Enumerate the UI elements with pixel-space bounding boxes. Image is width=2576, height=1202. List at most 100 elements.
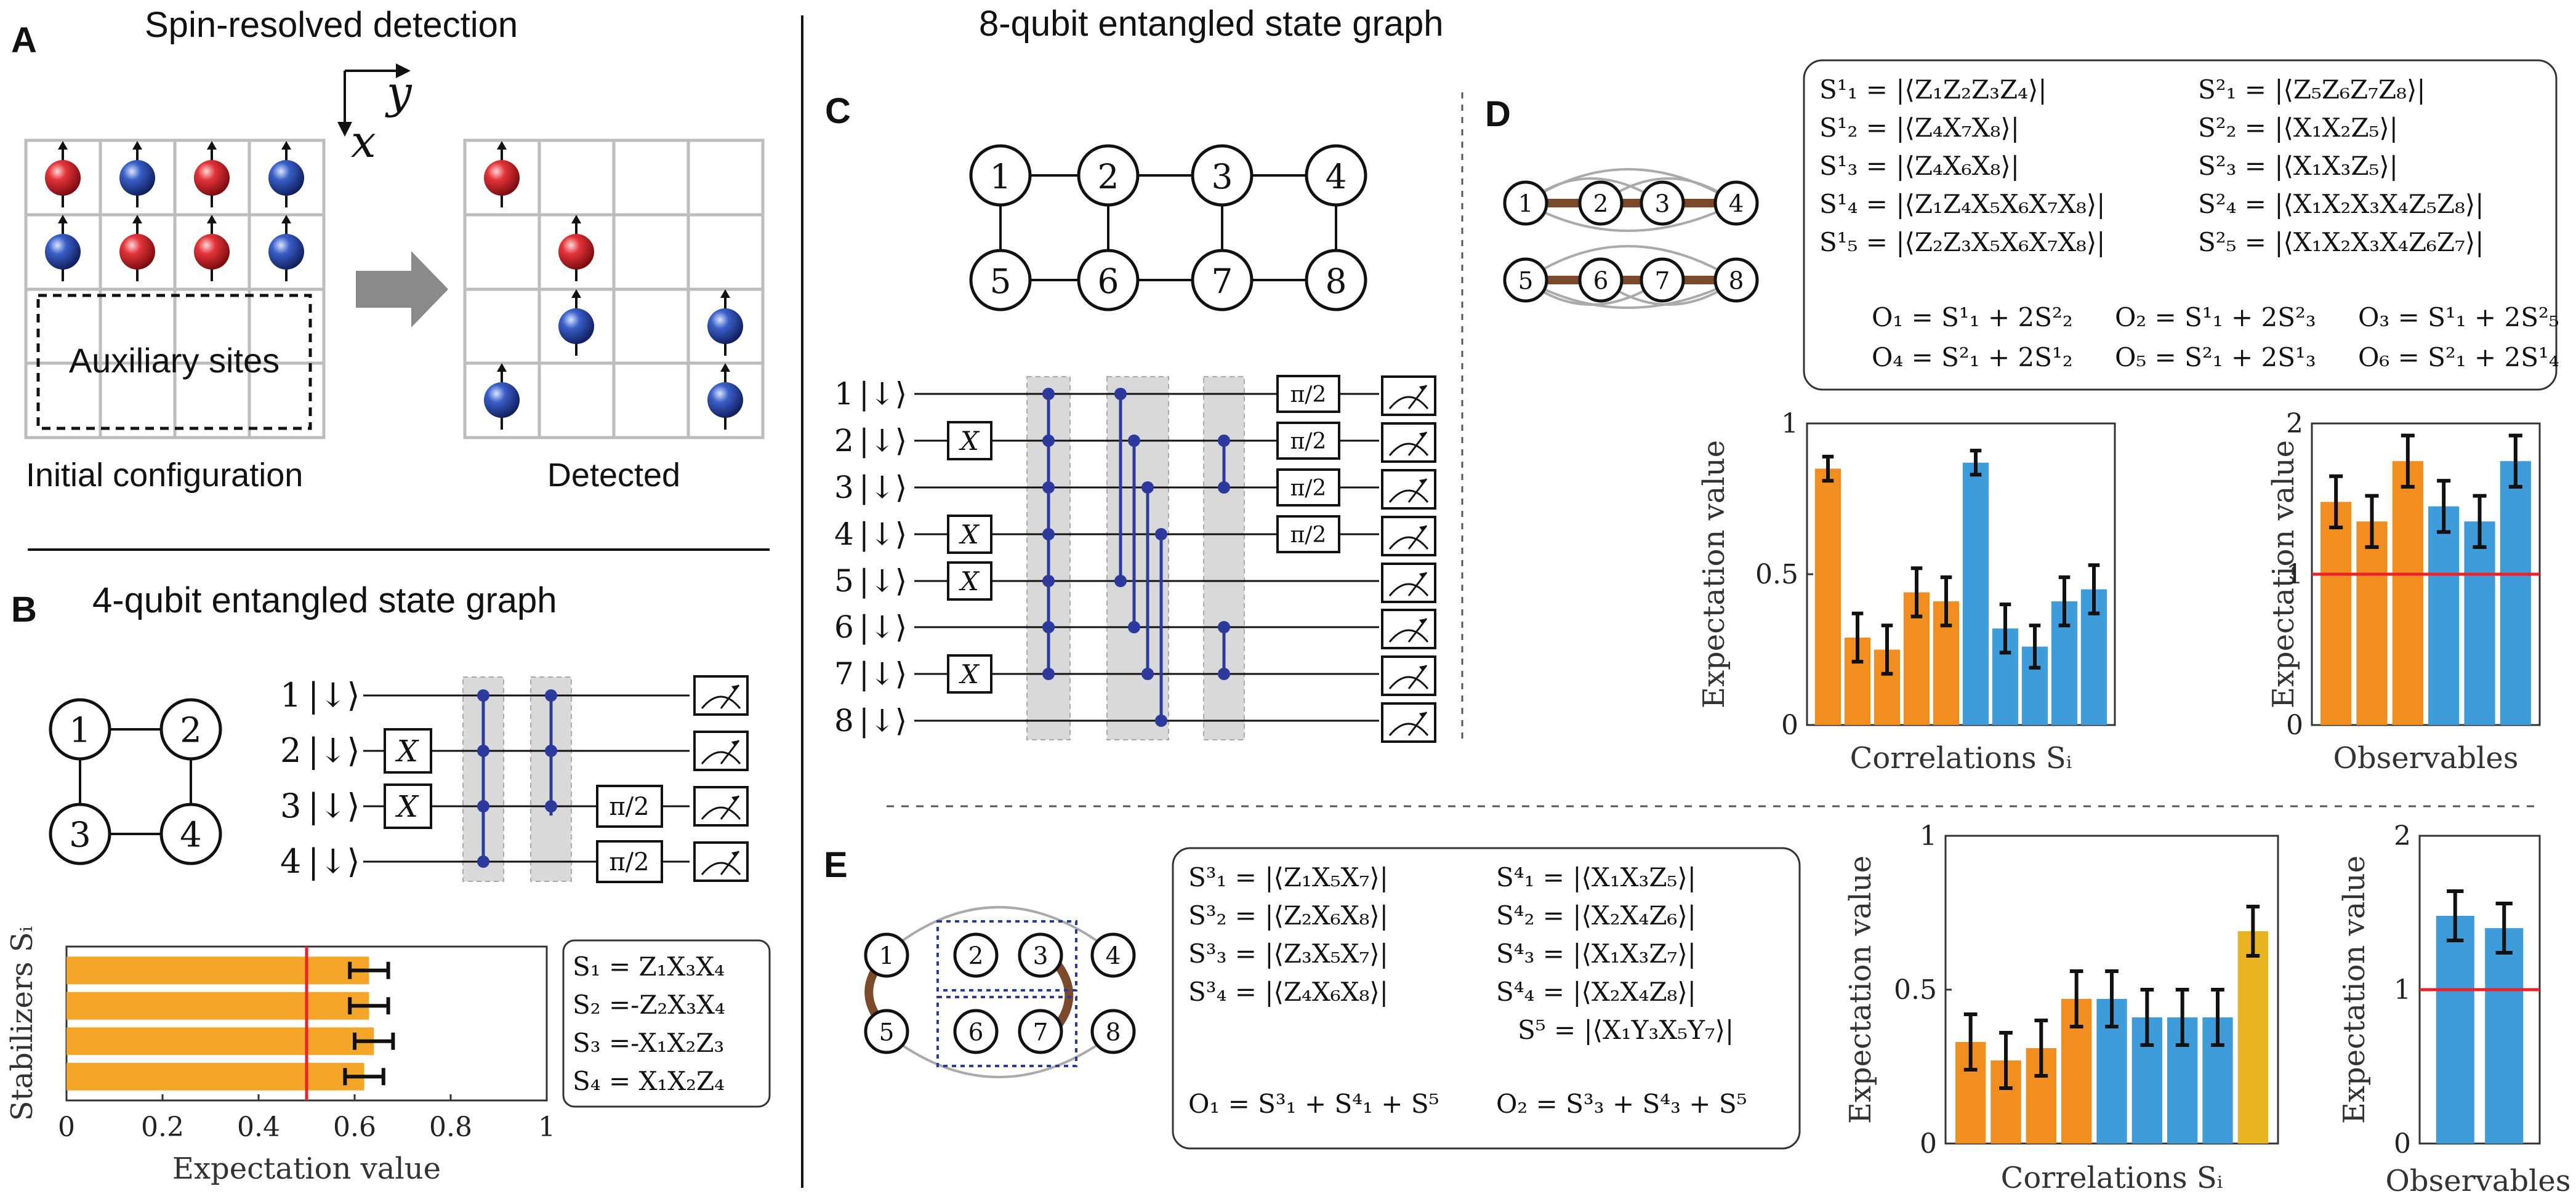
panel-b: B 4-qubit entangled state graph 1 2 3 4 … xyxy=(5,580,771,1186)
stabilizer-box: S₁ = Z₁X₃X₄ S₂ =-Z₂X₃X₄ S₃ =-X₁X₂Z₃ S₄ =… xyxy=(562,939,771,1108)
rotation-gate: π/2 xyxy=(1290,382,1327,407)
auxiliary-sites-box xyxy=(36,294,312,430)
x-tick-label: 0.8 xyxy=(429,1112,472,1143)
equation-e-right: S⁴₂ = |⟨X₂X₄Z₆⟩| xyxy=(1496,900,1696,931)
error-bar xyxy=(2495,902,2513,955)
measurement-icon xyxy=(1381,702,1436,743)
bar xyxy=(66,1027,374,1056)
transfer-arrow xyxy=(356,251,448,327)
error-bar xyxy=(1940,575,1952,628)
circuit-8qubit: 1|↓⟩2|↓⟩3|↓⟩4|↓⟩5|↓⟩6|↓⟩7|↓⟩8|↓⟩XXXXπ/2π… xyxy=(834,375,1436,743)
error-bar xyxy=(1963,1012,1978,1072)
bar xyxy=(66,992,369,1020)
blue-spin xyxy=(119,141,155,207)
chart-d1-xlabel: Correlations Sᵢ xyxy=(1850,741,2072,775)
ket-down: |↓⟩ xyxy=(308,842,360,881)
d-node-7: 7 xyxy=(1655,268,1670,295)
error-bar xyxy=(1881,623,1893,676)
blue-spin xyxy=(707,289,743,356)
chart-d2-xlabel: Observables xyxy=(2333,741,2519,775)
axis-x-label: x xyxy=(351,116,376,167)
panel-letter-a: A xyxy=(11,20,37,60)
y-tick-label: 2 xyxy=(2286,408,2303,439)
red-spin xyxy=(194,141,230,207)
stabilizer-2: S₂ =-Z₂X₃X₄ xyxy=(573,990,725,1020)
initial-configuration-label: Initial configuration xyxy=(26,457,303,494)
axis-y-label: y xyxy=(385,66,413,118)
error-bar xyxy=(1851,611,1864,664)
graph-4qubit: 1 2 3 4 xyxy=(49,698,222,865)
panel-b-title: 4-qubit entangled state graph xyxy=(92,580,557,620)
blue-spin xyxy=(707,363,743,430)
panel-letter-e: E xyxy=(824,845,848,885)
panel-c-title: 8-qubit entangled state graph xyxy=(979,4,1444,44)
chart-d2-ylabel: Expectation value xyxy=(2266,440,2301,708)
ket-down: |↓⟩ xyxy=(308,676,360,715)
initial-spins xyxy=(45,141,304,281)
error-bar xyxy=(1999,1031,2013,1090)
error-bar xyxy=(2175,988,2189,1047)
error-bar xyxy=(2473,494,2487,549)
b-node-1: 1 xyxy=(69,711,91,751)
qubit-index: 2 xyxy=(834,423,854,459)
observable-d: O₁ = S¹₁ + 2S²₂ xyxy=(1872,302,2073,332)
detected-spins xyxy=(484,141,743,430)
x-gate: X xyxy=(395,790,419,824)
qubit-index: 4 xyxy=(280,842,301,881)
y-tick-label: 2 xyxy=(2394,820,2411,852)
chart-e-observables: Expectation value Observables 012 xyxy=(2337,820,2570,1198)
d-node-5: 5 xyxy=(1518,268,1534,295)
equation-d-left: S¹₄ = |⟨Z₁Z₄X₅X₆X₇X₈⟩| xyxy=(1819,189,2105,219)
equation-e-left: S³₁ = |⟨Z₁X₅X₇⟩| xyxy=(1188,862,1388,892)
chart-b-ylabel: Stabilizers Sᵢ xyxy=(5,926,39,1121)
bar xyxy=(2428,506,2460,725)
d-node-6: 6 xyxy=(1593,268,1609,295)
detected-lattice xyxy=(463,138,765,439)
blue-spin xyxy=(558,289,594,356)
error-bar xyxy=(2029,623,2041,670)
measurement-icon xyxy=(693,675,749,716)
initial-lattice: Auxiliary sites xyxy=(24,138,326,439)
error-bar xyxy=(1970,449,1982,477)
y-tick-label: 0 xyxy=(2394,1128,2411,1160)
measurement-icon xyxy=(1381,655,1436,696)
error-bar xyxy=(2447,889,2464,942)
qubit-index: 3 xyxy=(834,470,854,505)
ket-down: |↓⟩ xyxy=(859,703,907,739)
bar xyxy=(2436,916,2474,1144)
x-tick-label: 0.2 xyxy=(141,1112,184,1143)
error-bar xyxy=(2105,969,2119,1028)
chart-d-observables: Expectation value Observables 012 xyxy=(2266,408,2541,775)
bar xyxy=(2356,521,2388,725)
error-bar xyxy=(353,1032,395,1050)
equation-d-right: S²₁ = |⟨Z₅Z₆Z₇Z₈⟩| xyxy=(2198,74,2426,105)
ket-down: |↓⟩ xyxy=(859,609,907,645)
chart-e1-xlabel: Correlations Sᵢ xyxy=(2001,1161,2223,1195)
blue-spin xyxy=(268,215,304,281)
y-tick-label: 1 xyxy=(2394,974,2411,1006)
chart-d1-ylabel: Expectation value xyxy=(1697,440,1731,708)
stabilizer-4: S₄ = X₁X₂Z₄ xyxy=(573,1066,725,1096)
y-tick-label: 0 xyxy=(2286,710,2303,741)
e-node-5: 5 xyxy=(879,1019,895,1047)
measurement-icon xyxy=(1381,563,1436,603)
qubit-index: 1 xyxy=(280,676,301,715)
y-tick-label: 0 xyxy=(1781,710,1798,741)
x-gate: X xyxy=(959,426,980,456)
equation-d-right: S²₃ = |⟨X₁X₃Z₅⟩| xyxy=(2198,151,2398,181)
x-tick-label: 0 xyxy=(58,1112,75,1143)
panel-letter-b: B xyxy=(11,590,37,630)
bar xyxy=(2500,461,2531,725)
observable-e: O₂ = S³₃ + S⁴₃ + S⁵ xyxy=(1496,1089,1747,1119)
y-tick-label: 1 xyxy=(1781,408,1798,439)
rotation-gate: π/2 xyxy=(1290,476,1327,501)
c-node-7: 7 xyxy=(1212,262,1233,301)
y-tick-label: 1 xyxy=(1920,820,1937,852)
observable-e: O₁ = S³₁ + S⁴₁ + S⁵ xyxy=(1188,1089,1439,1119)
